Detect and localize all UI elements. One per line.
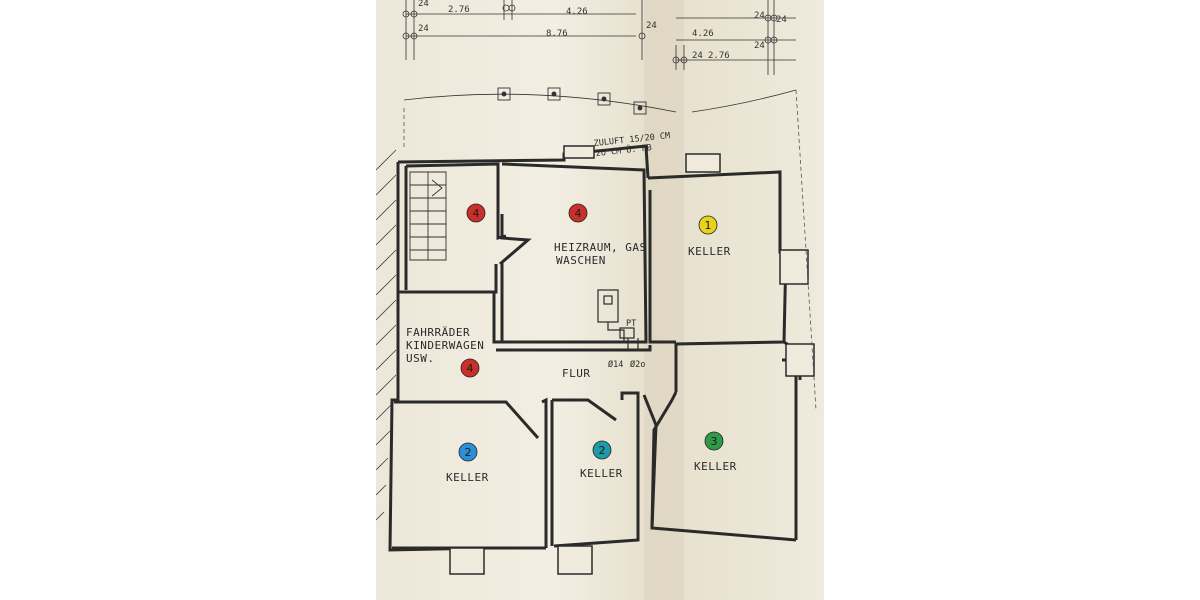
dim-4-26-right: 4.26 bbox=[692, 29, 714, 39]
svg-text:4: 4 bbox=[575, 207, 582, 220]
staircase bbox=[409, 171, 447, 261]
room-label-keller-right-top: KELLER bbox=[688, 245, 731, 258]
badge-keller-bottom-right: 3 bbox=[704, 431, 724, 451]
dim-4-26-top: 4.26 bbox=[566, 7, 588, 17]
badge-keller-right-top: 1 bbox=[698, 215, 718, 235]
floor-plan-sheet: 24 2.76 4.26 24 24 24 8.76 24 4.26 24 24… bbox=[376, 0, 824, 600]
room-label-heizraum: HEIZRAUM, GAS bbox=[554, 241, 647, 254]
boiler-symbol bbox=[597, 289, 639, 350]
pipe-diameter-20: Ø2o bbox=[630, 359, 645, 370]
room-label-keller-bottom-mid: KELLER bbox=[580, 467, 623, 480]
svg-text:4: 4 bbox=[473, 207, 480, 220]
badge-keller-bottom-left: 2 bbox=[458, 442, 478, 462]
svg-text:2: 2 bbox=[599, 444, 606, 457]
dimension-markers bbox=[402, 4, 778, 64]
room-label-fahrraeder: FAHRRÄDER bbox=[406, 326, 470, 339]
room-label-keller-bottom-left: KELLER bbox=[446, 471, 489, 484]
pt-label: PT bbox=[626, 319, 636, 329]
dim-8-76: 8.76 bbox=[546, 29, 568, 39]
dim-24-e: 24 bbox=[754, 11, 765, 21]
windows bbox=[449, 145, 815, 575]
hatched-wall bbox=[376, 149, 397, 521]
badge-heizraum: 4 bbox=[568, 203, 588, 223]
floor-plan-drawing: 24 2.76 4.26 24 24 24 8.76 24 4.26 24 24… bbox=[376, 0, 817, 600]
badge-stair-room: 4 bbox=[466, 203, 486, 223]
column-markers bbox=[497, 87, 647, 115]
badge-flur: 4 bbox=[460, 358, 480, 378]
room-label-keller-bottom-right: KELLER bbox=[694, 460, 737, 473]
dim-24-f: 24 bbox=[754, 41, 765, 51]
dashed-lines bbox=[403, 89, 817, 411]
svg-text:3: 3 bbox=[711, 435, 718, 448]
dim-24-d: 24 bbox=[418, 24, 429, 34]
room-label-flur: FLUR bbox=[562, 367, 591, 380]
dim-24-g: 24 bbox=[692, 51, 703, 61]
room-label-kinderwagen: KINDERWAGEN bbox=[406, 339, 484, 352]
dim-24-b: 24 bbox=[646, 21, 657, 31]
svg-text:4: 4 bbox=[467, 362, 474, 375]
pipe-diameter-14: Ø14 bbox=[608, 359, 623, 370]
dim-2-76-right: 2.76 bbox=[708, 51, 730, 61]
dim-2-76-top: 2.76 bbox=[448, 5, 470, 15]
dimension-lines bbox=[403, 0, 797, 113]
room-label-usw: USW. bbox=[406, 352, 435, 365]
svg-text:1: 1 bbox=[705, 219, 712, 232]
svg-text:2: 2 bbox=[465, 446, 472, 459]
dim-24-a: 24 bbox=[418, 0, 429, 9]
badge-keller-bottom-mid: 2 bbox=[592, 440, 612, 460]
dim-24-c: 24 bbox=[776, 15, 787, 25]
room-label-waschen: WASCHEN bbox=[556, 254, 606, 267]
